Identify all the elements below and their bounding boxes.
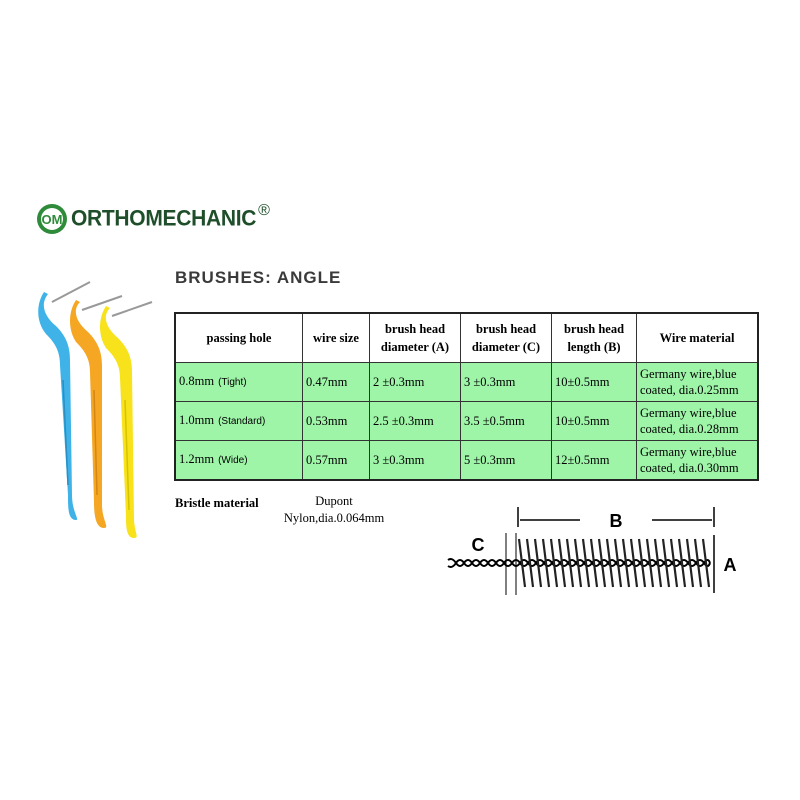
bristle-stroke [517, 538, 527, 588]
header-wire-size: wire size [302, 312, 370, 363]
bristle-stroke [533, 538, 543, 588]
wire-material-cell: Germany wire,blue coated, dia.0.28mm [636, 401, 759, 441]
brand-header: OM ORTHOMECHANIC ® [36, 202, 270, 235]
bristle-stroke [645, 538, 655, 588]
bristle-material-label: Bristle material [175, 496, 259, 510]
wire-size-cell: 0.53mm [302, 401, 370, 441]
bristle-stroke [637, 538, 647, 588]
bristle-stroke [661, 538, 671, 588]
bristle-stroke [653, 538, 663, 588]
registered-mark: ® [258, 202, 270, 219]
wire-material-cell: Germany wire,blue coated, dia.0.30mm [636, 440, 759, 481]
wire-size-cell: 0.47mm [302, 362, 370, 402]
header-wire-material: Wire material [636, 312, 759, 363]
diameter-c-cell: 3.5 ±0.5mm [460, 401, 552, 441]
interdental-brushes-image [38, 281, 153, 538]
length-b-cell: 12±0.5mm [551, 440, 637, 481]
orthomechanic-logo-icon: OM [37, 204, 67, 234]
diameter-a-cell: 2.5 ±0.3mm [369, 401, 461, 441]
diameter-a-cell: 3 ±0.3mm [369, 440, 461, 481]
passing-hole-cell: 0.8mm(Tight) [174, 362, 303, 402]
wire-size-cell: 0.57mm [302, 440, 370, 481]
bristle-stroke [685, 538, 695, 588]
brand-name: ORTHOMECHANIC [71, 206, 257, 231]
table-row: 1.0mm(Standard) 0.53mm 2.5 ±0.3mm 3.5 ±0… [174, 401, 759, 441]
table-row: 0.8mm(Tight) 0.47mm 2 ±0.3mm 3 ±0.3mm 10… [174, 362, 759, 402]
length-b-cell: 10±0.5mm [551, 362, 637, 402]
header-diameter-a: brush head diameter (A) [369, 312, 461, 363]
bristle-stroke [589, 538, 599, 588]
diameter-c-cell: 3 ±0.3mm [460, 362, 552, 402]
spec-table: passing hole wire size brush head diamet… [174, 312, 759, 481]
section-title: BRUSHES: ANGLE [175, 268, 342, 287]
bristle-stroke [573, 538, 583, 588]
header-diameter-c: brush head diameter (C) [460, 312, 552, 363]
diameter-c-cell: 5 ±0.3mm [460, 440, 552, 481]
bristle-stroke [613, 538, 623, 588]
bristle-stroke [605, 538, 615, 588]
length-b-cell: 10±0.5mm [551, 401, 637, 441]
table-row: 1.2mm(Wide) 0.57mm 3 ±0.3mm 5 ±0.3mm 12±… [174, 440, 759, 481]
table-header-row: passing hole wire size brush head diamet… [174, 312, 759, 363]
bristle-stroke [669, 538, 679, 588]
label-c: C [472, 535, 485, 555]
bristle-stroke [549, 538, 559, 588]
svg-text:OM: OM [42, 212, 63, 227]
wire-material-cell: Germany wire,blue coated, dia.0.25mm [636, 362, 759, 402]
diameter-a-cell: 2 ±0.3mm [369, 362, 461, 402]
bristle-stroke [693, 538, 703, 588]
bristle-stroke [565, 538, 575, 588]
passing-hole-cell: 1.0mm(Standard) [174, 401, 303, 441]
bristle-stroke [677, 538, 687, 588]
bristle-stroke [597, 538, 607, 588]
label-b: B [610, 511, 623, 531]
bristle-stroke [701, 538, 711, 588]
bristle-stroke [581, 538, 591, 588]
brush-head-diagram: B C A [447, 507, 737, 595]
header-length-b: brush head length (B) [551, 312, 637, 363]
bristle-stroke [629, 538, 639, 588]
bristle-material-value: Dupont Nylon,dia.0.064mm [283, 494, 385, 525]
header-passing-hole: passing hole [174, 312, 303, 363]
bristle-stroke [541, 538, 551, 588]
bristle-stroke [525, 538, 535, 588]
bristle-stroke [621, 538, 631, 588]
label-a: A [724, 555, 737, 575]
passing-hole-cell: 1.2mm(Wide) [174, 440, 303, 481]
bristle-stroke [557, 538, 567, 588]
